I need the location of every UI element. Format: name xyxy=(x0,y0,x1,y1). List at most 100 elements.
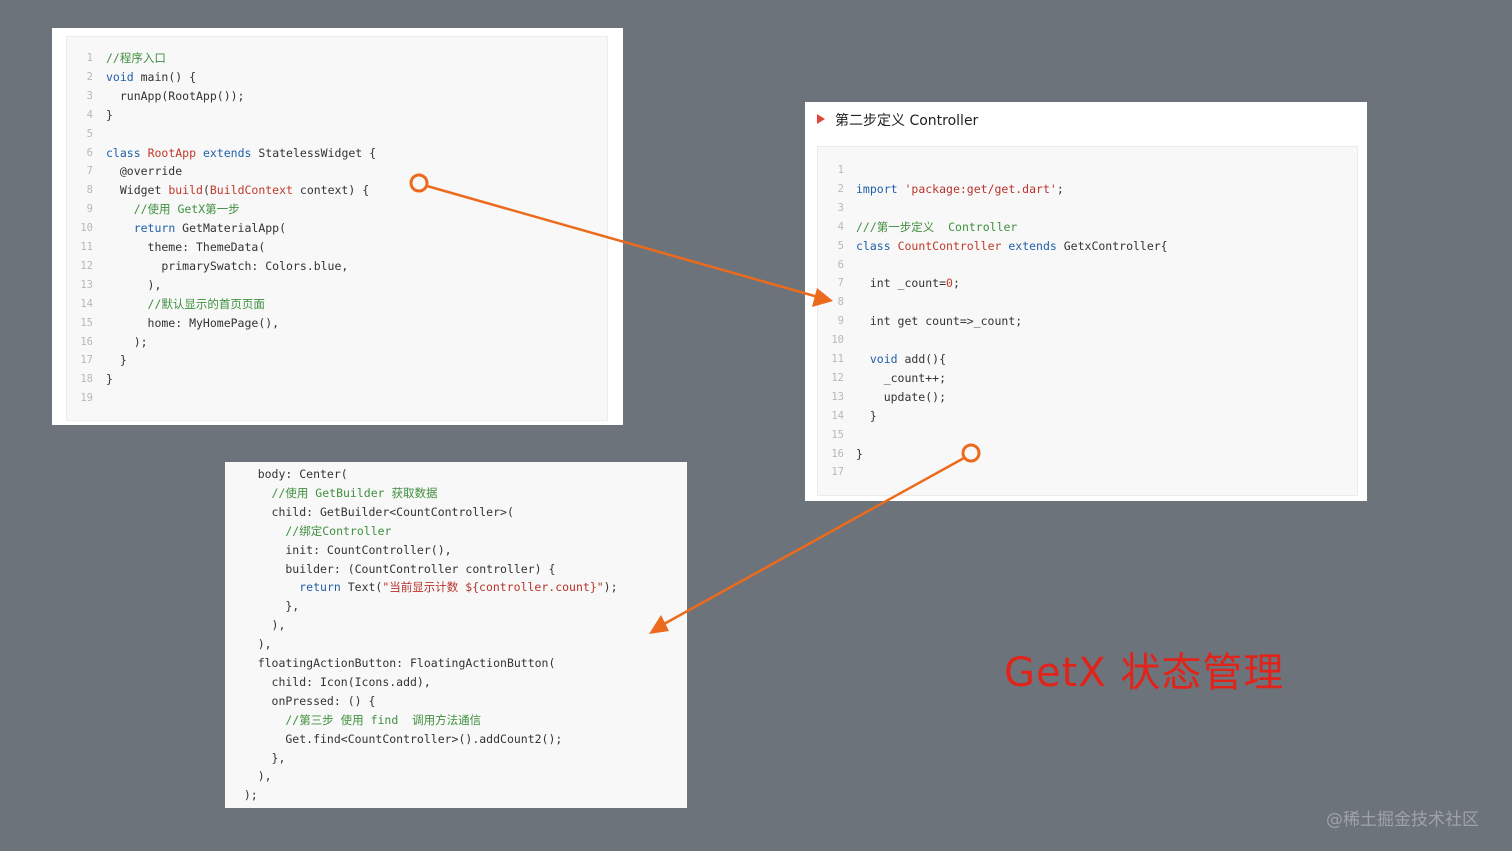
code-token: StatelessWidget { xyxy=(251,145,377,160)
code-text: } xyxy=(856,407,877,426)
code-line: 14 } xyxy=(818,407,1357,426)
code-text: }, xyxy=(230,597,299,616)
code-line: 7 @override xyxy=(67,162,607,181)
code-token: void xyxy=(869,352,898,366)
code-token: GetMaterialApp( xyxy=(175,221,287,236)
line-number: 12 xyxy=(831,371,844,384)
code-text: //使用 GetX第一步 xyxy=(106,200,240,219)
code-token: class xyxy=(856,238,891,253)
code-line: 3 xyxy=(818,199,1357,218)
code-line: body: Center( xyxy=(225,465,687,484)
line-number: 1 xyxy=(86,52,93,64)
code-token: import xyxy=(856,181,898,196)
code-line: builder: (CountController controller) { xyxy=(225,560,687,579)
line-number: 7 xyxy=(86,165,93,178)
line-number: 14 xyxy=(831,409,844,422)
code-token: ), xyxy=(230,618,286,633)
code-token: ), xyxy=(230,769,272,784)
disclosure-triangle-icon[interactable] xyxy=(817,114,825,124)
line-number: 18 xyxy=(80,373,93,386)
code-token: body: Center( xyxy=(230,467,348,481)
code-token: RootApp xyxy=(147,145,197,160)
code-line: 15 home: MyHomePage(), xyxy=(67,314,607,333)
code-text: ); xyxy=(106,333,148,352)
code-token: 'package:get/get.dart' xyxy=(904,181,1057,196)
code-token: //第三步 使用 find 调用方法通信 xyxy=(230,712,482,727)
code-token: void xyxy=(106,69,134,84)
line-number: 11 xyxy=(80,241,93,253)
code-text: import 'package:get/get.dart'; xyxy=(856,180,1064,199)
code-line: 17 xyxy=(818,463,1357,482)
code-token: int get count=>_count; xyxy=(856,314,1023,329)
code-line: 7 int _count=0; xyxy=(818,274,1357,293)
arrow-controller-to-builder xyxy=(649,443,981,634)
code-line: child: GetBuilder<CountController>( xyxy=(225,503,687,522)
arrow-root-to-controller xyxy=(409,173,833,307)
code-text: }, xyxy=(230,749,286,768)
code-token: theme: ThemeData( xyxy=(106,240,266,254)
line-number: 5 xyxy=(837,239,844,252)
line-number: 10 xyxy=(80,222,93,235)
code-text: ), xyxy=(230,635,272,654)
line-number: 11 xyxy=(831,353,844,365)
code-line: ), xyxy=(225,616,687,635)
line-number: 6 xyxy=(837,258,844,271)
code-text: onPressed: () { xyxy=(230,692,376,711)
code-line: 15 xyxy=(818,426,1357,445)
code-line: 16 ); xyxy=(67,333,607,352)
code-text: runApp(RootApp()); xyxy=(106,87,245,106)
code-token: floatingActionButton: FloatingActionButt… xyxy=(230,656,556,670)
code-token: CountController xyxy=(897,238,1002,253)
code-token: builder: (CountController controller) { xyxy=(230,561,556,576)
code-text: class RootApp extends StatelessWidget { xyxy=(106,144,376,163)
code-token: return xyxy=(299,580,341,595)
line-number: 15 xyxy=(831,428,844,441)
code-line: 8 xyxy=(818,293,1357,312)
code-token: }, xyxy=(230,599,300,614)
code-token: //使用 GetX第一步 xyxy=(106,202,240,217)
code-text: } xyxy=(106,351,127,370)
code-token: init: CountController(), xyxy=(230,542,452,557)
code-line: 1 xyxy=(818,161,1357,180)
section-header[interactable]: 第二步定义 Controller xyxy=(805,102,1367,138)
code-token: child: GetBuilder<CountController>( xyxy=(230,504,514,519)
code-token: BuildContext xyxy=(209,183,293,198)
code-text: body: Center( xyxy=(230,465,348,484)
code-line: onPressed: () { xyxy=(225,692,687,711)
code-line: 6 xyxy=(818,256,1357,275)
line-number: 8 xyxy=(837,296,844,309)
code-token: //默认显示的首页页面 xyxy=(106,296,265,311)
code-line: //使用 GetBuilder 获取数据 xyxy=(225,484,687,503)
code-text: child: GetBuilder<CountController>( xyxy=(230,503,514,522)
code-token: }, xyxy=(230,750,286,765)
section-title: 第二步定义 Controller xyxy=(835,113,979,129)
code-token: "当前显示计数 ${controller.count}" xyxy=(382,580,604,595)
line-number: 10 xyxy=(831,334,844,347)
code-line: //绑定Controller xyxy=(225,522,687,541)
code-token: class xyxy=(106,145,141,160)
code-token: Get.find<CountController>().addCount2(); xyxy=(230,731,563,746)
code-token: runApp(RootApp()); xyxy=(106,88,245,103)
code-text: ), xyxy=(230,767,272,786)
code-text: //第三步 使用 find 调用方法通信 xyxy=(230,711,481,730)
code-line: 19 xyxy=(67,389,607,408)
code-token: main() { xyxy=(133,69,197,84)
code-token: } xyxy=(856,446,863,461)
code-line: ); xyxy=(225,786,687,805)
line-number: 13 xyxy=(80,278,93,291)
code-token: ; xyxy=(952,276,960,291)
code-line: 8 Widget build(BuildContext context) { xyxy=(67,181,607,200)
code-text: theme: ThemeData( xyxy=(106,238,266,257)
code-line: 4///第一步定义 Controller xyxy=(818,218,1357,237)
code-line: 5 xyxy=(67,125,607,144)
headline-title: GetX 状态管理 xyxy=(1004,650,1285,696)
code-text: } xyxy=(106,106,113,125)
code-text: int get count=>_count; xyxy=(856,312,1022,331)
code-token: return xyxy=(133,221,176,236)
